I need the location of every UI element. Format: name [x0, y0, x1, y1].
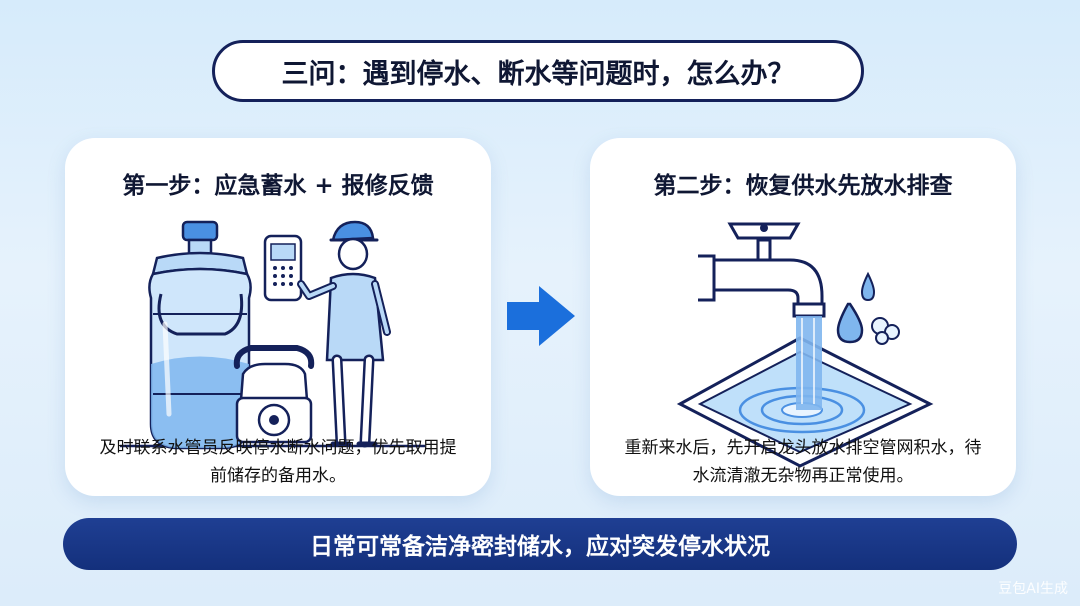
tip-banner-text: 日常可常备洁净密封储水，应对突发停水状况	[310, 534, 770, 560]
page-title: 三问：遇到停水、断水等问题时，怎么办？	[212, 40, 864, 102]
watermark: 豆包AI生成	[998, 581, 1068, 597]
step-2-illustration	[676, 222, 934, 468]
step-1-card: 第一步：应急蓄水 + 报修反馈	[65, 138, 491, 496]
worker-icon	[297, 220, 391, 448]
step-1-title: 第一步：应急蓄水 + 报修反馈	[122, 173, 434, 199]
telephone-icon	[233, 345, 315, 444]
tip-banner: 日常可常备洁净密封储水，应对突发停水状况	[63, 518, 1017, 570]
step-1-illustration	[120, 220, 425, 450]
water-drop-icon	[836, 271, 900, 345]
arrow-right-icon	[507, 286, 575, 346]
step-2-description: 重新来水后，先开启龙头放水排空管网积水，待水流清澈无杂物再正常使用。	[624, 438, 982, 486]
step-1-description: 及时联系水管员反映停水断水问题，优先取用提前储存的备用水。	[99, 438, 457, 486]
faucet-icon	[698, 222, 826, 318]
step-2-card: 第二步：恢复供水先放水排查 重	[590, 138, 1016, 496]
page-title-text: 三问：遇到停水、断水等问题时，怎么办？	[281, 58, 795, 90]
mobile-phone-icon	[263, 234, 303, 302]
water-jug-icon	[148, 220, 252, 450]
step-2-title: 第二步：恢复供水先放水排查	[653, 173, 953, 199]
